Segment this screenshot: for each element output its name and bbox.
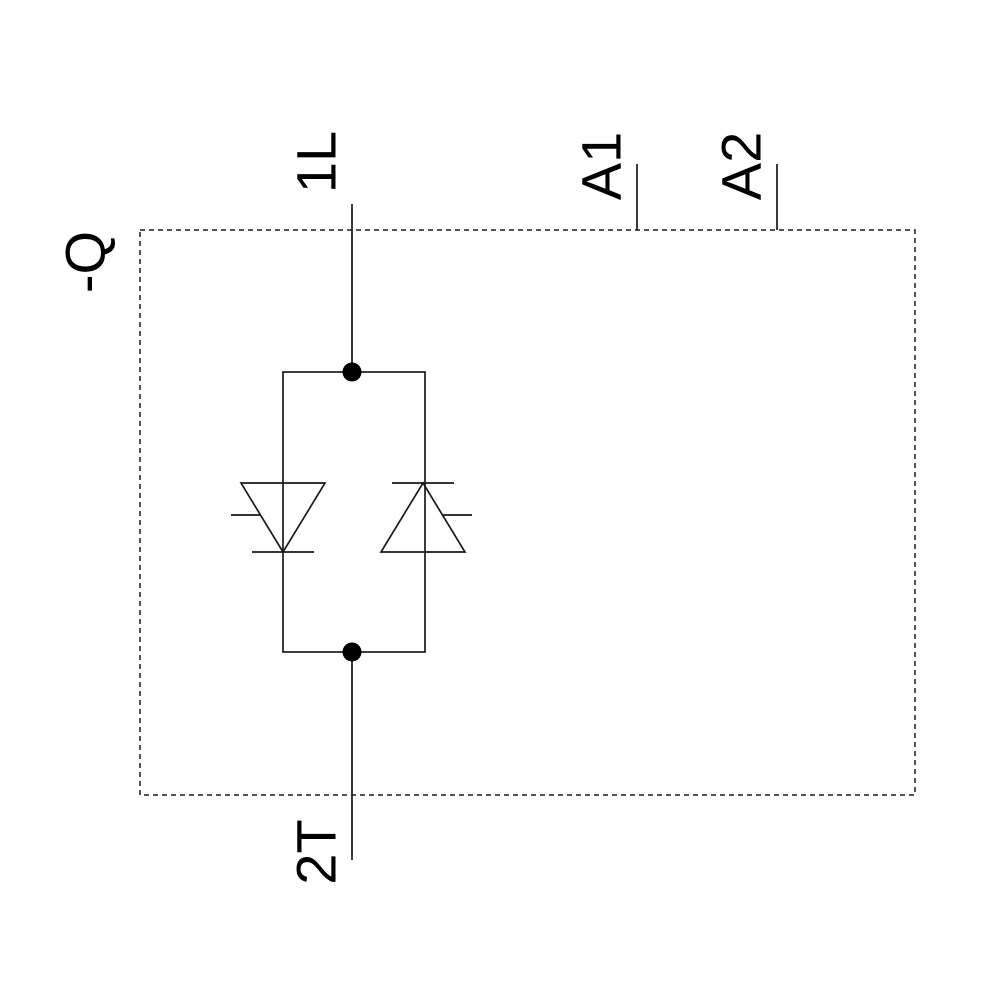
terminal-1l-label: 1L — [285, 131, 348, 193]
left-thyristor-symbol — [231, 482, 327, 554]
junction-dot-top — [342, 362, 362, 382]
terminal-a1-label: A1 — [570, 132, 633, 201]
terminal-a2-label: A2 — [710, 132, 773, 201]
device-enclosure-dashed-border — [139, 229, 916, 796]
terminal-2t-label: 2T — [285, 819, 348, 884]
right-thyristor-triangle — [379, 481, 467, 553]
junction-dot-bottom — [342, 642, 362, 662]
thyristor-block-outline — [282, 371, 426, 653]
device-reference-label: -Q — [54, 231, 117, 293]
left-thyristor-triangle — [239, 482, 327, 554]
right-thyristor-symbol — [379, 481, 472, 553]
